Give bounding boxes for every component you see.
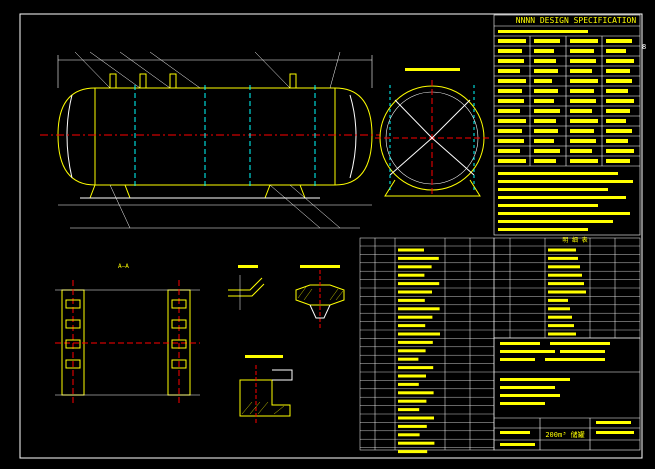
parts-row-text [548,265,580,269]
parts-row-text [398,332,440,336]
tank-end-view [375,80,490,197]
title-block [493,337,641,451]
parts-row-text [548,282,584,286]
parts-row-text [548,256,578,260]
parts-list-table [359,237,641,451]
parts-row-text [548,332,576,336]
parts-row-text [398,307,440,311]
parts-row-text [398,391,434,395]
parts-row-text [398,248,424,252]
parts-row-text [548,290,586,294]
section-a-a-view [55,280,200,405]
parts-row-text [398,382,419,386]
parts-row-text [548,248,576,252]
parts-row-text [548,273,582,277]
parts-row-text [398,324,426,328]
edge-mark: 8 [642,43,647,51]
detail-labels [238,68,460,358]
parts-row-text [398,450,428,454]
title-block-text [500,342,634,446]
dimension-lines [57,55,373,229]
drawing-frame [19,13,643,459]
parts-row-text [398,273,425,277]
tank-elevation-view [57,73,373,199]
spec-table-text [498,30,634,231]
parts-row-text [398,416,434,420]
drawing-title: 200m³ 储罐 [545,431,585,439]
spec-table [493,14,641,236]
parts-row-text [398,282,440,286]
parts-row-text [398,433,420,437]
parts-list-rows [360,245,640,454]
section-lines [134,85,316,188]
parts-row-text [398,290,432,294]
parts-row-text [398,256,439,260]
parts-row-text [398,366,434,370]
parts-row-text [548,298,568,302]
parts-row-text [398,441,435,445]
section-a-a-label: A—A [118,263,129,270]
parts-row-text [548,315,572,319]
parts-row-text [398,349,426,353]
parts-row-text [398,424,427,428]
parts-row-text [398,315,433,319]
parts-row-text [398,298,425,302]
parts-row-text [398,374,426,378]
spec-table-title: NNNN DESIGN SPECIFICATION [515,16,637,25]
parts-row-text [548,307,570,311]
parts-row-text [398,357,419,361]
parts-list-title: 明 细 表 [562,237,588,244]
hatching [241,286,344,415]
parts-row-text [548,324,574,328]
parts-row-text [398,399,427,403]
parts-row-text [398,265,432,269]
leader-lines [74,51,341,229]
parts-row-text [398,408,420,412]
detail-views [228,270,345,425]
parts-row-text [398,340,433,344]
